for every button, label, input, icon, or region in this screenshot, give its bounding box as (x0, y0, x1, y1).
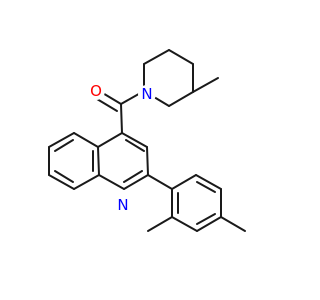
quinoline-nitrogen-atom-label: N (117, 196, 128, 214)
quinoline-double-bond (125, 139, 145, 152)
quinoline-double-bond (123, 170, 143, 183)
atom-label-layer: O N N (87, 82, 156, 214)
aryl-bond (171, 216, 198, 232)
benzo-bond (73, 132, 99, 148)
carbonyl-double-bond (96, 98, 118, 112)
piperidine-bond (143, 49, 170, 65)
piperidine-bond (168, 49, 194, 65)
molecule-diagram: O N N (48, 49, 246, 232)
aryl-double-bond (196, 181, 216, 193)
benzo-double-bond (54, 139, 74, 152)
aryl-bond (195, 174, 222, 190)
carbonyl-to-quinoline-bond (120, 103, 123, 134)
methyl-bond (192, 77, 219, 93)
quinoline-bond (97, 146, 100, 176)
quinoline-bond (121, 132, 148, 148)
quinoline-bond (123, 174, 149, 190)
aryl-bond (171, 174, 197, 190)
oxygen-label-background (87, 82, 105, 100)
aryl-double-bond (196, 213, 216, 225)
aryl-bond (196, 216, 222, 232)
quinoline-bond (98, 174, 125, 190)
oxygen-atom-label: O (90, 82, 102, 100)
quinoline-nitrogen-label-background (114, 196, 132, 214)
quinoline-bond (97, 132, 123, 148)
benzo-bond (48, 174, 75, 190)
methyl-bond (220, 216, 246, 232)
quinoline-bond (146, 146, 149, 176)
structure-canvas: O N N (48, 49, 246, 232)
aryl-link-bond (147, 174, 173, 190)
piperidine-nitrogen-atom-label: N (141, 85, 152, 103)
methyl-bond (147, 216, 173, 232)
benzo-bond (48, 132, 75, 148)
benzo-bond (73, 174, 100, 190)
piperidine-bond (168, 91, 194, 107)
bond-layer (48, 49, 246, 232)
benzo-double-bond (54, 170, 74, 183)
piperidine-nitrogen-label-background (138, 85, 156, 103)
